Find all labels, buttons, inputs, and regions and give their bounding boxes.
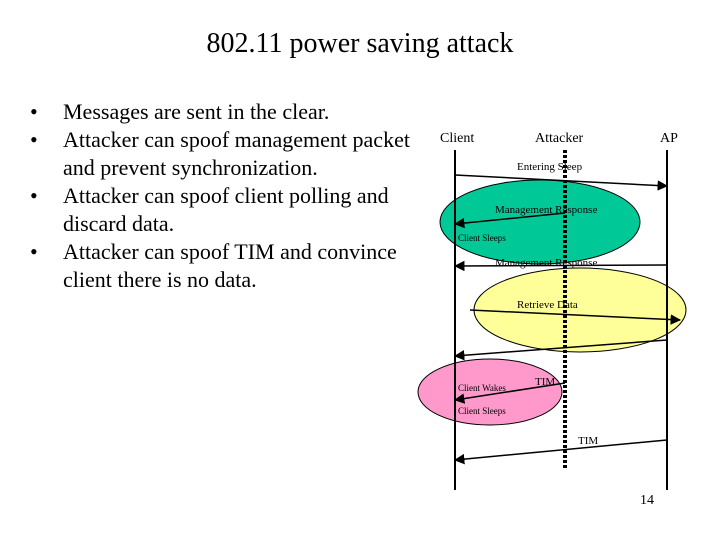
management-response-1-label: Management Response [495,204,597,216]
ap-label: AP [660,131,678,146]
bullet-list: Messages are sent in the clear. Attacker… [28,98,428,294]
bullet-item: Messages are sent in the clear. [28,98,428,126]
management-response-1-arrow [453,212,566,229]
management-response-2-arrow [453,260,668,272]
entering-sleep-arrow [454,174,669,191]
entering-sleep-label: Entering Sleep [517,161,583,173]
retrieve-data-return-arrow [453,339,668,361]
retrieve-data-label: Retrieve Data [517,299,578,311]
retrieve-data-arrow [469,309,682,325]
bullet-item: Attacker can spoof client polling and di… [28,182,428,238]
attacker-label: Attacker [535,131,584,146]
client-wakes-label: Client Wakes [458,383,506,393]
tim-1-label: TIM [535,376,555,388]
page-number: 14 [640,493,654,508]
tim-2-label: TIM [578,435,598,447]
client-sleeps-2-label: Client Sleeps [458,406,506,416]
bullet-item: Attacker can spoof TIM and convince clie… [28,238,428,294]
management-response-2-label: Management Response [495,257,597,269]
client-sleeps-1-label: Client Sleeps [458,233,506,243]
tim-1-arrow [453,382,566,404]
slide-title: 802.11 power saving attack [206,28,514,59]
client-label: Client [440,131,474,146]
yellow-region [473,267,687,353]
tim-2-arrow [453,439,668,465]
bullet-item: Attacker can spoof management packet and… [28,126,428,182]
